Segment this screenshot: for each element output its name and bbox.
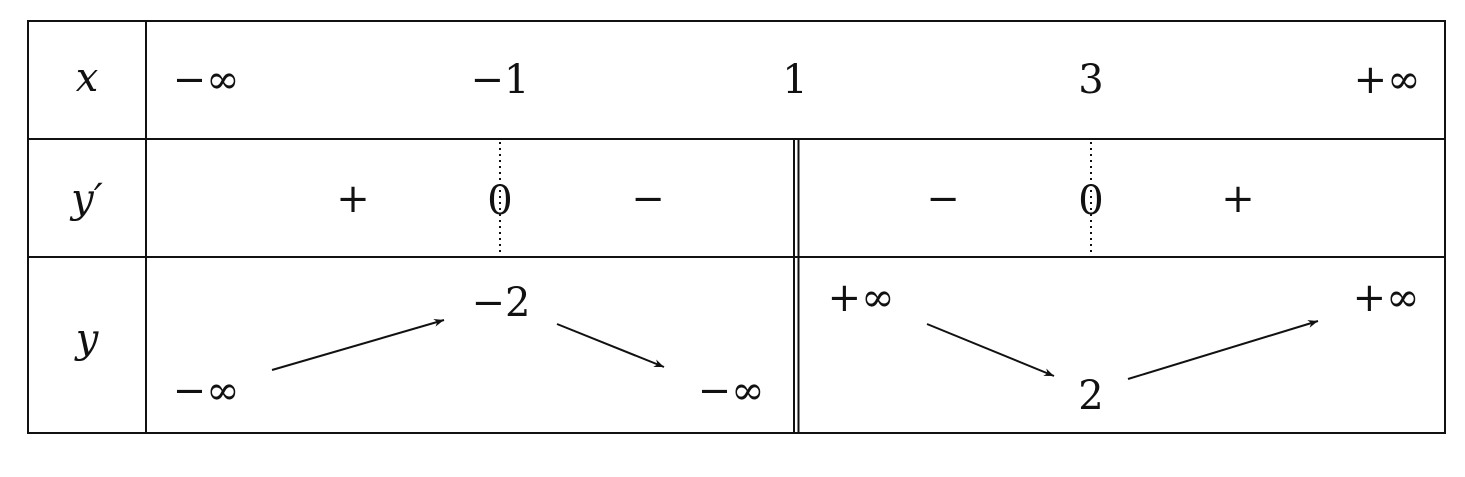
derivative-sign-3: − xyxy=(926,176,960,222)
row-label-x: x xyxy=(76,55,99,101)
x-value-1: 1 xyxy=(782,57,807,103)
decreasing-arrow-2 xyxy=(926,323,1055,377)
y-value-right-min: 2 xyxy=(1078,373,1103,419)
decreasing-arrow-1 xyxy=(556,323,665,368)
table-border xyxy=(27,20,1446,434)
x-value-3: 3 xyxy=(1078,57,1103,103)
y-value-left-start: −∞ xyxy=(173,368,240,414)
row-label-y-prime: y′ xyxy=(69,176,103,222)
row-label-y: y xyxy=(74,316,100,362)
increasing-arrow-2 xyxy=(1127,320,1319,380)
derivative-zero-2: 0 xyxy=(1078,178,1103,224)
derivative-sign-2: − xyxy=(631,176,665,222)
derivative-sign-4: + xyxy=(1221,176,1255,222)
derivative-zero-1: 0 xyxy=(487,178,512,224)
y-value-right-end: +∞ xyxy=(1353,275,1420,321)
x-value-pos-infinity: +∞ xyxy=(1354,57,1421,103)
derivative-sign-1: + xyxy=(336,176,370,222)
x-value-neg-infinity: −∞ xyxy=(173,57,240,103)
y-value-left-end: −∞ xyxy=(698,368,765,414)
x-value-neg-1: −1 xyxy=(471,57,530,103)
increasing-arrow-1 xyxy=(271,318,445,371)
y-value-left-max: −2 xyxy=(472,280,531,326)
y-value-right-start: +∞ xyxy=(828,275,895,321)
